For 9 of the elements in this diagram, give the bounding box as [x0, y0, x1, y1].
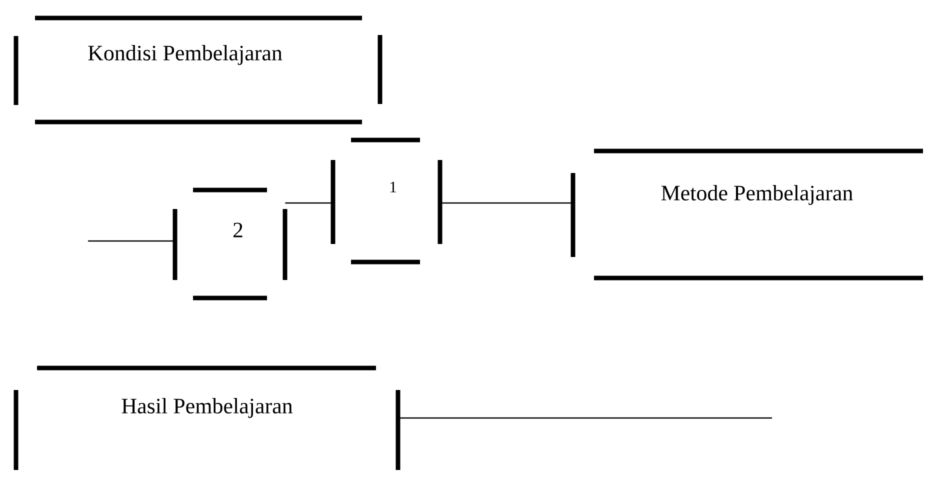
process-box: Metode Pembelajaran	[570, 148, 923, 280]
connector-line	[398, 417, 772, 419]
connector-line	[285, 202, 333, 204]
process-box: Kondisi Pembelajaran	[14, 16, 382, 124]
process-box: Hasil Pembelajaran	[14, 366, 400, 470]
connector-line	[88, 240, 175, 242]
process-box: 1	[330, 138, 442, 264]
process-box: 2	[172, 188, 288, 300]
connector-line	[440, 202, 573, 204]
